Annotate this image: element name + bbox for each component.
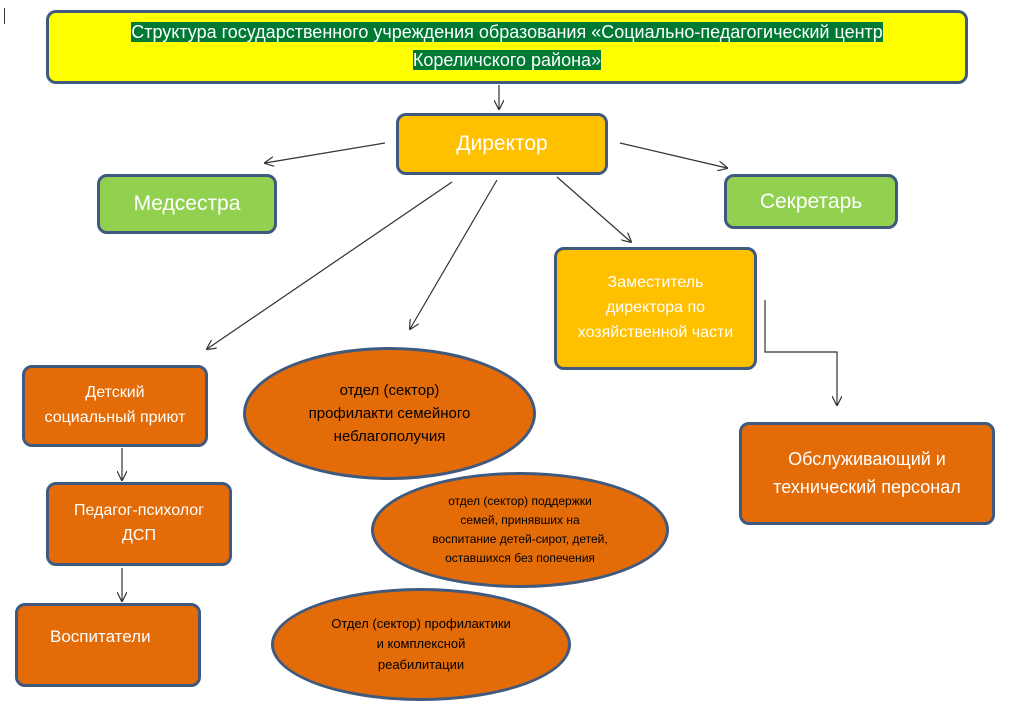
nurse-label: Медсестра [133,192,241,215]
shelter-line-2: социальный приют [44,409,186,426]
secretary-label: Секретарь [759,189,863,213]
rehab-line-2: и комплексной [376,636,466,652]
secretary-box: Секретарь [724,174,898,229]
arrow-deputy-service [764,300,837,405]
director-label: Директор [456,132,548,155]
deputy-line-1: Заместитель [607,274,704,292]
title-line-1: Структура государственного учреждения об… [131,22,883,43]
text-cursor [4,8,5,24]
prevention-line-1: отдел (сектор) [339,381,440,399]
arrow-director-secretary [619,142,727,168]
support-line-3: воспитание детей-сирот, детей, [432,532,608,546]
prevention-line-2: профилакти семейного [308,404,471,422]
arrow-director-shelter [207,181,453,349]
deputy-box: Заместитель директора по хозяйственной ч… [554,247,757,370]
prevention-line-3: неблагополучия [333,428,446,446]
arrow-director-deputy [556,176,631,242]
educators-box: Воспитатели [15,603,201,687]
educators-label: Воспитатели [50,627,151,646]
rehab-line-3: реабилитации [377,656,465,672]
shelter-line-1: Детский [85,384,145,402]
arrow-director-prevention [410,179,498,329]
support-line-2: семей, принявших на [460,512,580,527]
deputy-line-3: хозяйственной части [577,323,734,341]
support-line-1: отдел (сектор) поддержки [448,493,592,508]
arrow-director-nurse [265,142,386,163]
rehab-line-1: Отдел (сектор) профилактики [331,616,511,632]
psychologist-line-2: ДСП [122,527,156,544]
deputy-line-2: директора по [605,299,706,317]
title-line-2: Кореличского района» [412,50,602,70]
rehab-dept-ellipse: Отдел (сектор) профилактики и комплексно… [271,588,571,701]
director-box: Директор [396,113,608,175]
prevention-dept-ellipse: отдел (сектор) профилакти семейного небл… [243,347,536,480]
service-line-2: технический персонал [773,476,961,497]
shelter-box: Детский социальный приют [22,365,208,447]
service-staff-box: Обслуживающий и технический персонал [739,422,995,525]
title-box: Структура государственного учреждения об… [46,10,968,84]
nurse-box: Медсестра [97,174,277,234]
psychologist-box: Педагог-психолог ДСП [46,482,232,566]
service-line-1: Обслуживающий и [788,448,946,469]
support-dept-ellipse: отдел (сектор) поддержки семей, принявши… [371,472,669,588]
support-line-4: оставшихся без попечения [445,551,595,566]
psychologist-line-1: Педагог-психолог [73,502,205,520]
